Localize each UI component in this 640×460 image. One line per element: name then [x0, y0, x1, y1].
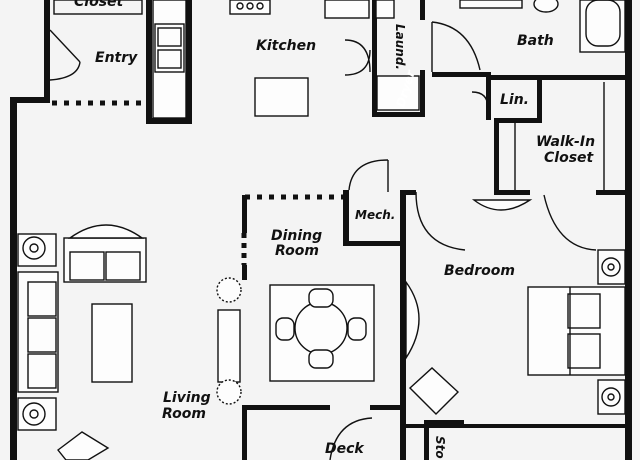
- linen-label: Lin.: [500, 92, 529, 108]
- bedroom-furniture: [405, 199, 626, 415]
- kitchen-fixtures: [152, 0, 420, 119]
- dashed-openings: [52, 100, 343, 265]
- dining-set: [269, 284, 375, 382]
- doors: [49, 0, 597, 460]
- walkin-label-line2: Closet: [544, 150, 595, 166]
- dining-label-line1: Dining: [271, 228, 322, 244]
- bedroom-label: Bedroom: [444, 263, 515, 279]
- storage-label: Sto: [433, 436, 447, 459]
- closet-label: Closet: [74, 0, 125, 10]
- walkin-shelves: [514, 82, 605, 190]
- kitchen-label: Kitchen: [256, 38, 316, 54]
- entry-label: Entry: [95, 50, 138, 66]
- interior-walls: [242, 0, 628, 460]
- living-furniture: [17, 224, 242, 460]
- living-label-line1: Living: [163, 390, 211, 406]
- bath-label: Bath: [517, 33, 554, 49]
- dining-label-line2: Room: [275, 243, 319, 259]
- deck-label: Deck: [325, 441, 365, 457]
- mech-label: Mech.: [355, 208, 395, 222]
- living-label-line2: Room: [162, 406, 206, 422]
- laundry-label: Laund.: [393, 24, 407, 70]
- bath-fixtures: [459, 0, 626, 53]
- walkin-label-line1: Walk-In: [536, 134, 595, 150]
- exterior-walls: [10, 0, 632, 460]
- room-labels: Closet Entry Kitchen Laund. Dryer Bath L…: [74, 0, 595, 459]
